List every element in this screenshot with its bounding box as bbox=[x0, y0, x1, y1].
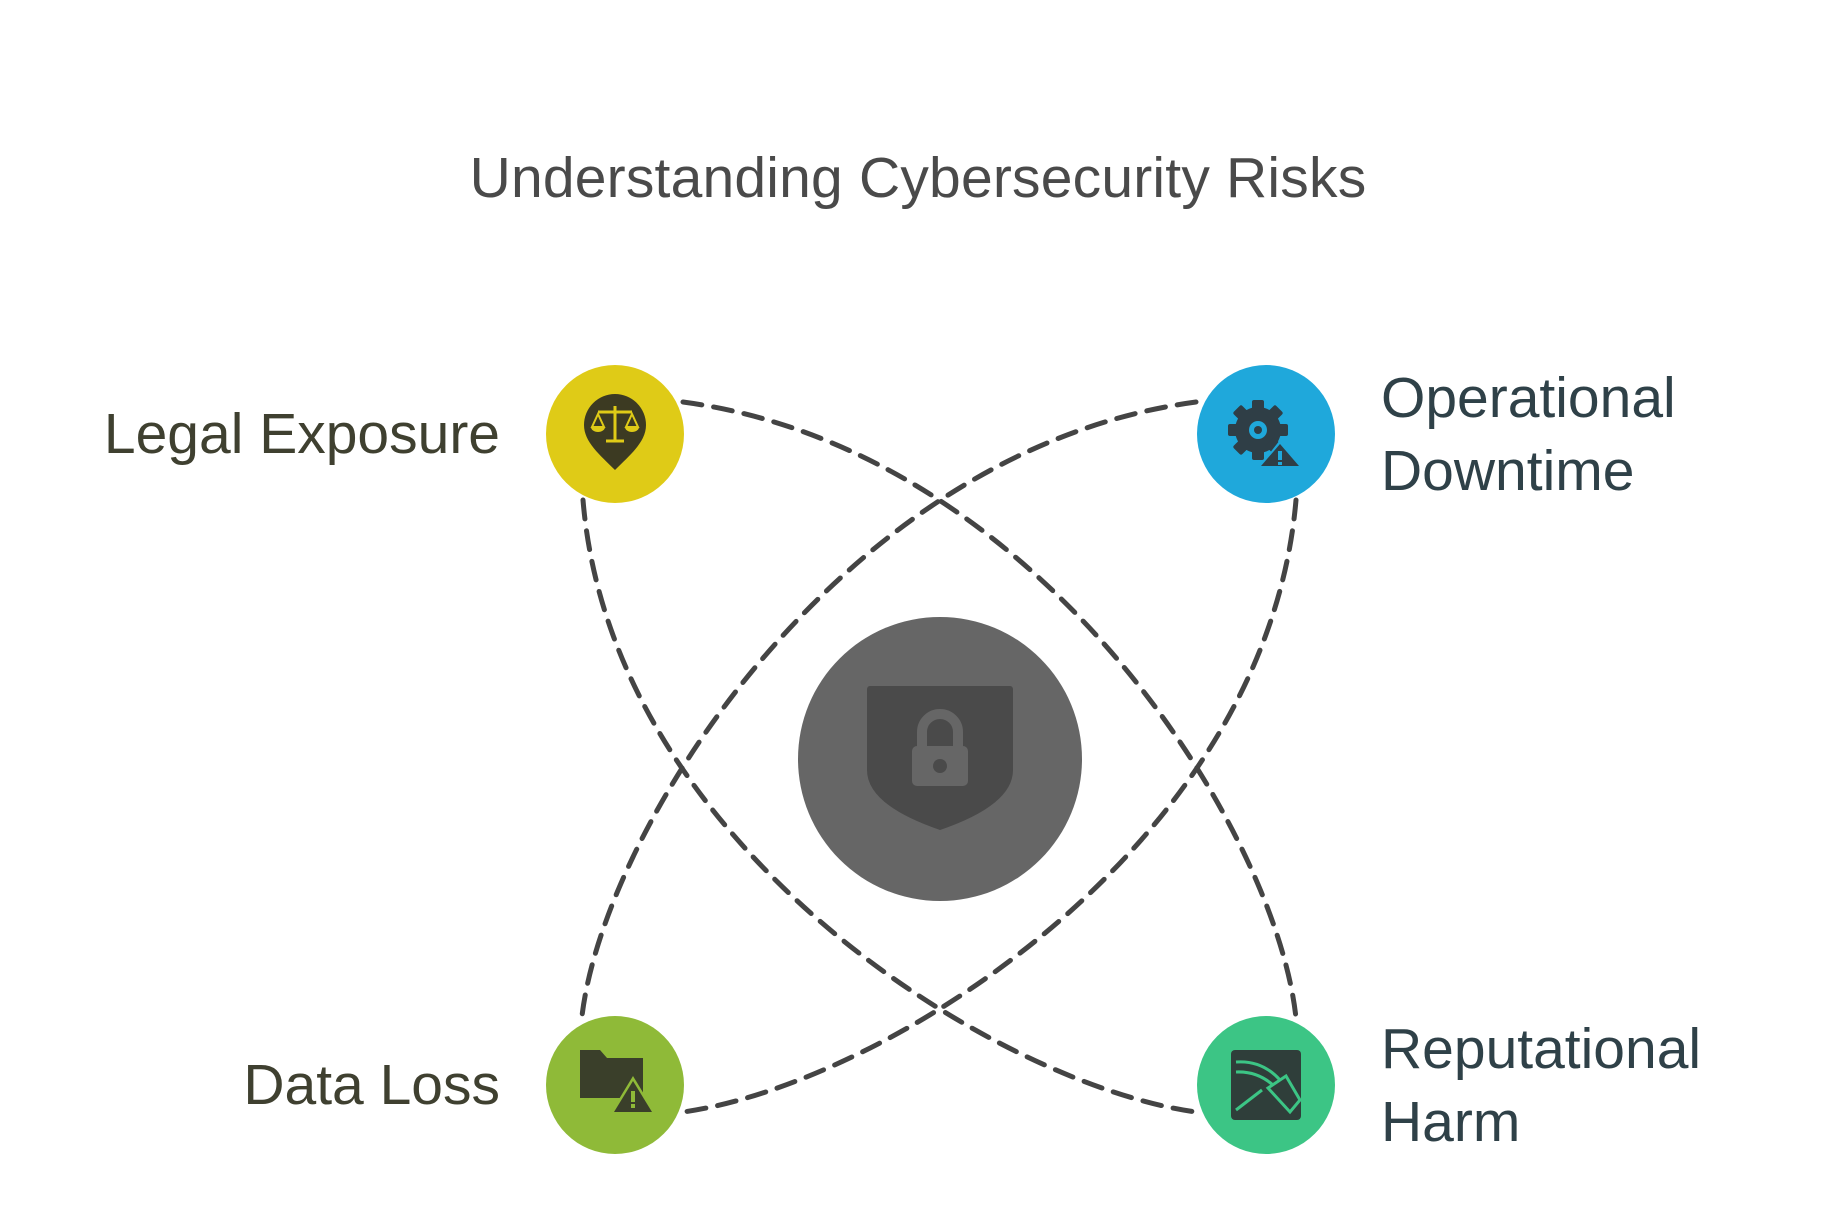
connector-legal-to-reputational bbox=[680, 399, 1299, 1021]
diagram-title: Understanding Cybersecurity Risks bbox=[469, 146, 1367, 210]
gear-warning-icon bbox=[1228, 400, 1302, 468]
connector-operational-to-reputational bbox=[680, 497, 1299, 1115]
label-reputational-harm: Reputational Harm bbox=[1381, 1017, 1702, 1154]
label-data-loss: Data Loss bbox=[243, 1053, 500, 1117]
connector-legal-to-data bbox=[580, 497, 1199, 1115]
label-legal-exposure: Legal Exposure bbox=[103, 402, 500, 466]
node-reputational-harm bbox=[1197, 1016, 1335, 1154]
folder-warning-icon bbox=[580, 1050, 656, 1114]
shield-lock-icon bbox=[867, 686, 1013, 830]
node-data-loss bbox=[546, 1016, 684, 1154]
label-operational-downtime: Operational Downtime bbox=[1381, 366, 1676, 503]
scales-pin-icon bbox=[584, 394, 646, 470]
center-node bbox=[798, 617, 1082, 901]
node-operational-downtime bbox=[1197, 365, 1335, 503]
broken-image-icon bbox=[1231, 1050, 1302, 1120]
connector-operational-to-data bbox=[579, 399, 1199, 1019]
node-legal-exposure bbox=[546, 365, 684, 503]
